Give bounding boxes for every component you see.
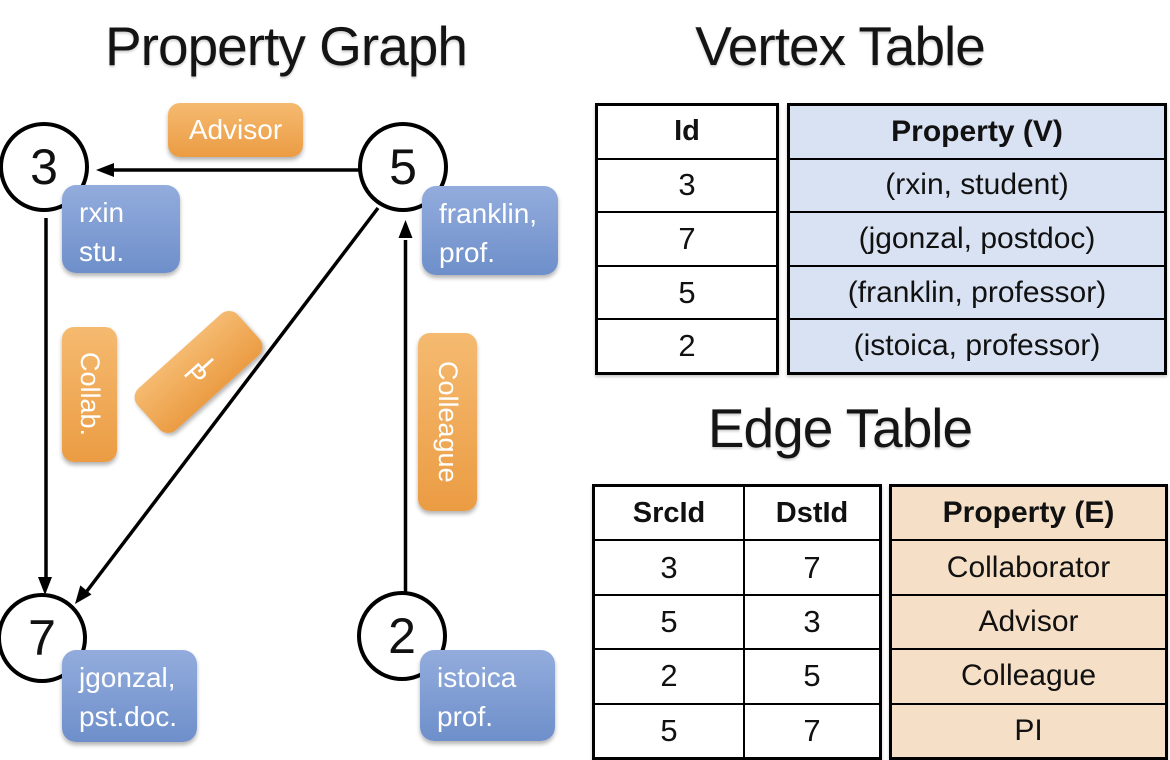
vertex-table-property-cell: (jgonzal, postdoc) xyxy=(790,211,1164,265)
edge-label-text: Advisor xyxy=(188,114,283,145)
edge-table-srcid-cell: 5 xyxy=(595,702,743,757)
edge-table-dstid-cell: 3 xyxy=(745,593,879,648)
vertex-card-jgonzal: jgonzal, pst.doc. xyxy=(62,650,197,742)
vertex-card-rxin: rxin stu. xyxy=(62,185,180,273)
vertex-table-id-cell: 3 xyxy=(598,157,776,212)
vertex-table-id-column: Id 3 7 5 2 xyxy=(595,103,779,375)
vertex-table-property-cell: (rxin, student) xyxy=(790,157,1164,212)
edge-table-property-cell: PI xyxy=(892,702,1165,757)
vertex-card-line: rxin xyxy=(79,197,125,228)
vertex-card-line: istoica xyxy=(437,662,517,693)
edge-table-dstid-column: DstId 7 3 5 7 xyxy=(745,487,879,757)
edge-table-property-cell: Advisor xyxy=(892,593,1165,648)
vertex-card-line: prof. xyxy=(439,236,496,268)
edge-5-to-3-arrowhead xyxy=(96,163,114,177)
edge-table-dstid-cell: 7 xyxy=(745,539,879,593)
edge-label-advisor: Advisor xyxy=(168,103,303,157)
edge-table-ids-block: SrcId 3 5 2 5 DstId 7 3 5 7 xyxy=(592,484,882,760)
vertex-card-line: prof. xyxy=(437,700,494,732)
edge-table-property-cell: Collaborator xyxy=(892,539,1165,593)
edge-table-property-column: Property (E) Collaborator Advisor Collea… xyxy=(889,484,1168,760)
vertex-table-property-cell: (istoica, professor) xyxy=(790,318,1164,372)
vertex-table-id-cell: 5 xyxy=(598,264,776,319)
edge-table-srcid-column: SrcId 3 5 2 5 xyxy=(595,487,745,757)
edge-table-title: Edge Table xyxy=(707,397,973,459)
edge-3-to-7-arrowhead xyxy=(38,577,52,595)
vertex-card-line: jgonzal, xyxy=(79,662,176,693)
graph-edges-layer xyxy=(38,163,413,604)
edge-table-dstid-cell: 7 xyxy=(745,702,879,757)
edge-table-srcid-cell: 2 xyxy=(595,648,743,702)
vertex-id-label: 3 xyxy=(30,139,58,195)
vertex-id-label: 7 xyxy=(28,610,56,666)
edge-label-collab: Collab. xyxy=(62,327,117,462)
edge-5-to-7-line xyxy=(85,206,380,593)
vertex-id-label: 2 xyxy=(388,608,416,664)
vertex-table-id-cell: 7 xyxy=(598,211,776,265)
vertex-table-id-header: Id xyxy=(674,115,700,148)
vertex-table-property-column: Property (V) (rxin, student) (jgonzal, p… xyxy=(787,103,1167,375)
edge-table-srcid-header: SrcId xyxy=(632,496,706,529)
edge-table-srcid-cell: 5 xyxy=(595,593,743,648)
edge-label-colleague: Colleague xyxy=(418,333,477,511)
vertex-table-id-cell: 2 xyxy=(598,318,776,372)
vertex-card-line: stu. xyxy=(79,235,125,267)
vertex-table-title: Vertex Table xyxy=(695,15,986,77)
edge-table-dstid-cell: 5 xyxy=(745,648,879,702)
edge-5-to-7-arrowhead xyxy=(75,585,92,604)
edge-table-srcid-cell: 3 xyxy=(595,539,743,593)
vertex-table-property-cell: (franklin, professor) xyxy=(790,264,1164,319)
edge-2-to-5-arrowhead xyxy=(398,220,413,238)
edge-table-property-cell: Colleague xyxy=(892,648,1165,702)
vertex-table-property-header: Property (V) xyxy=(891,114,1063,148)
property-graph-title: Property Graph xyxy=(104,15,468,77)
vertex-card-line: pst.doc. xyxy=(79,700,178,732)
edge-table-dstid-header: DstId xyxy=(775,496,849,529)
edge-table-property-header: Property (E) xyxy=(942,496,1115,530)
vertex-id-label: 5 xyxy=(389,139,417,195)
edge-label-text: Collab. xyxy=(75,352,105,437)
vertex-card-line: franklin, xyxy=(439,198,538,229)
vertex-card-istoica: istoica prof. xyxy=(420,650,555,741)
edge-label-text: Colleague xyxy=(433,361,463,483)
vertex-circle-2: 2 xyxy=(357,591,447,681)
vertex-card-franklin: franklin, prof. xyxy=(422,186,558,275)
